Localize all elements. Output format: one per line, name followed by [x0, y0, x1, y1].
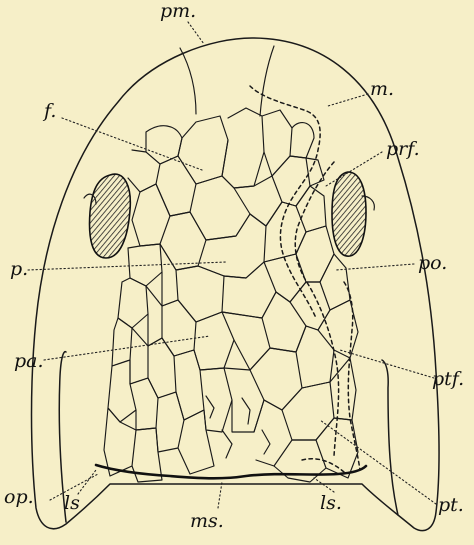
dermal-plates	[84, 108, 374, 482]
label-p: p.	[10, 260, 28, 279]
sensory-canal-posterior	[344, 282, 360, 470]
label-ptf: ptf.	[432, 370, 464, 389]
sensory-canal-supraorbital	[250, 86, 320, 318]
label-pt: pt.	[438, 496, 464, 515]
label-pm: pm.	[160, 2, 196, 21]
label-po: po.	[418, 254, 447, 273]
label-prf: prf.	[386, 140, 420, 159]
skull-outline	[32, 38, 440, 531]
label-ls-right: ls.	[320, 494, 342, 513]
label-ms: ms.	[190, 512, 224, 531]
right-orbit	[332, 172, 366, 256]
left-orbit	[90, 174, 131, 258]
premaxilla-suture-left	[180, 48, 196, 114]
label-m: m.	[370, 80, 394, 99]
label-op: op.	[4, 488, 34, 507]
label-f: f.	[44, 102, 56, 121]
label-ls-left: ls	[64, 494, 80, 513]
premaxilla-suture-right	[260, 46, 274, 116]
right-notch-line	[382, 360, 398, 515]
label-pa: pa.	[14, 352, 44, 371]
